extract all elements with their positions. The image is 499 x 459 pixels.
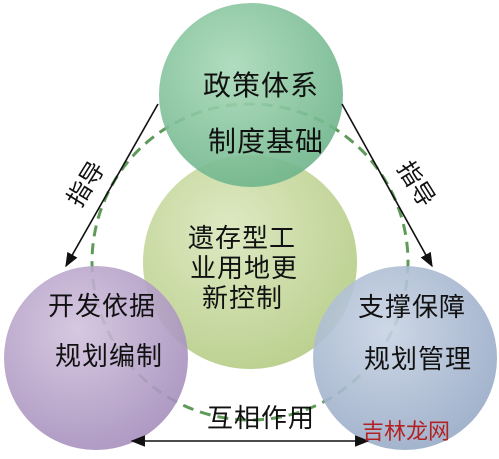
center-node-line2: 业用地更 bbox=[190, 254, 299, 284]
top-circle bbox=[159, 3, 343, 187]
left-node-line1: 开发依据 bbox=[48, 292, 157, 322]
left-node-line2: 规划编制 bbox=[55, 342, 164, 372]
watermark-text: 吉林龙网 bbox=[362, 420, 451, 445]
center-node-line1: 遗存型工 bbox=[188, 224, 297, 254]
left-circle bbox=[4, 266, 188, 450]
right-circle bbox=[313, 266, 497, 450]
top-node-line2: 制度基础 bbox=[208, 125, 325, 158]
right-guidance-arrow bbox=[341, 103, 433, 268]
center-circle bbox=[143, 155, 357, 369]
center-node-line3: 新控制 bbox=[202, 284, 284, 314]
right-node-line1: 支撑保障 bbox=[358, 293, 467, 323]
bottom-arrow-label: 互相作用 bbox=[207, 404, 316, 434]
top-node-line1: 政策体系 bbox=[203, 69, 320, 102]
left-guidance-arrow bbox=[65, 103, 159, 268]
right-node-line2: 规划管理 bbox=[364, 345, 473, 375]
